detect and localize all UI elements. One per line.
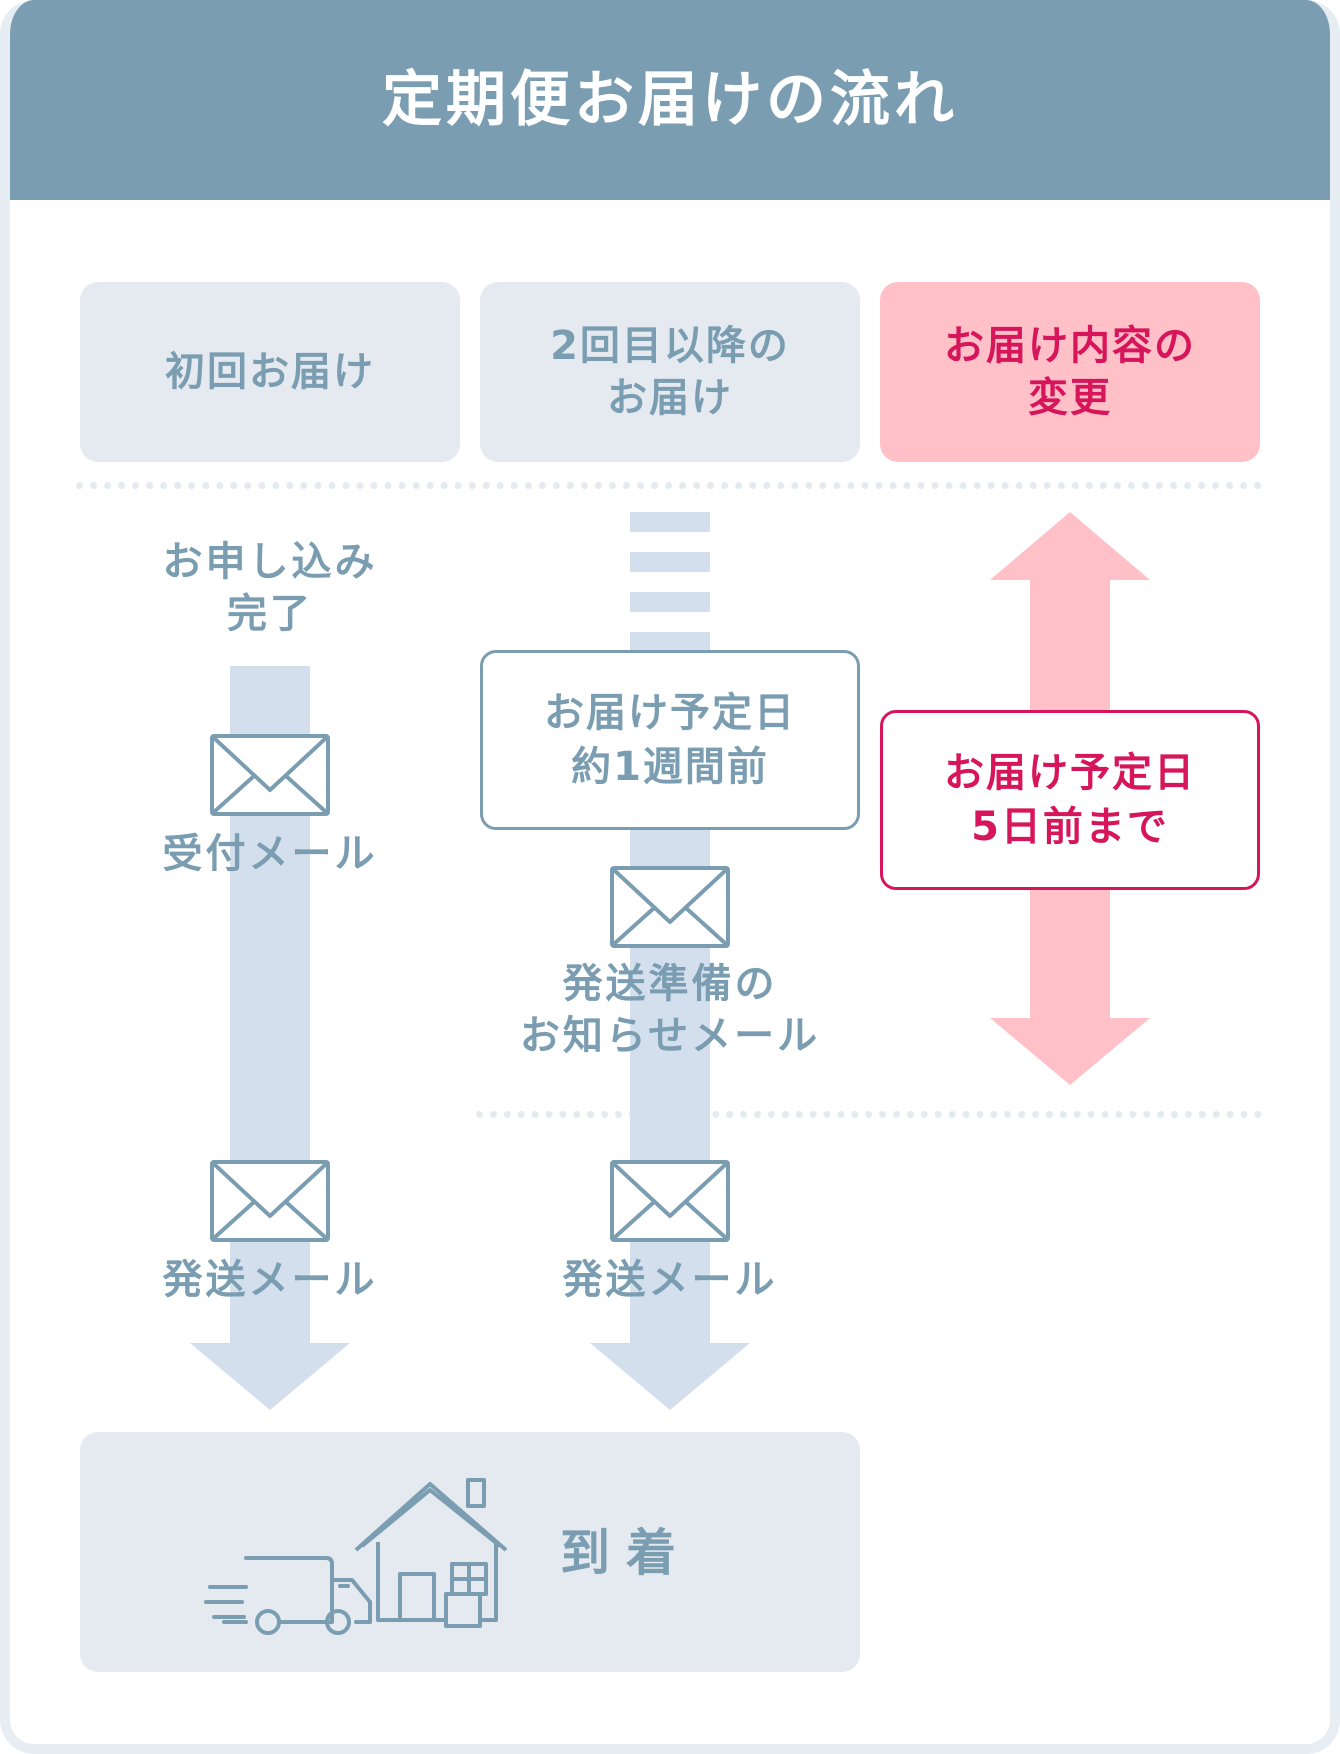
truck-icon: [204, 1556, 372, 1635]
divider-middle: [476, 1111, 1262, 1118]
deadline-box: お届け予定日 5日前まで: [880, 710, 1260, 890]
arrival-panel: [80, 1432, 860, 1672]
column-first-delivery: 初回お届け: [80, 282, 460, 462]
arrival-label: 到着: [560, 1524, 692, 1582]
step-preparation-mail: 発送準備の お知らせメール: [519, 961, 821, 1059]
column-change-contents: お届け内容の 変更: [880, 282, 1260, 462]
column-second-delivery: 2回目以降の お届け: [480, 282, 860, 462]
header-bar: 定期便お届けの流れ: [10, 0, 1330, 200]
house-icon: [354, 1478, 508, 1628]
envelope-icon: [610, 1160, 730, 1242]
step-receipt-mail: 受付メール: [162, 831, 378, 877]
step-shipping-mail-1: 発送メール: [162, 1257, 378, 1303]
envelope-icon: [610, 866, 730, 948]
step-shipping-mail-2: 発送メール: [562, 1257, 778, 1303]
page-title: 定期便お届けの流れ: [382, 65, 958, 135]
step-application-complete: お申し込み 完了: [162, 539, 378, 637]
schedule-box: お届け予定日 約1週間前: [480, 650, 860, 830]
envelope-icon: [210, 734, 330, 816]
delivery-illustration: [204, 1478, 508, 1635]
divider-top: [76, 482, 1262, 489]
envelope-icon: [210, 1160, 330, 1242]
